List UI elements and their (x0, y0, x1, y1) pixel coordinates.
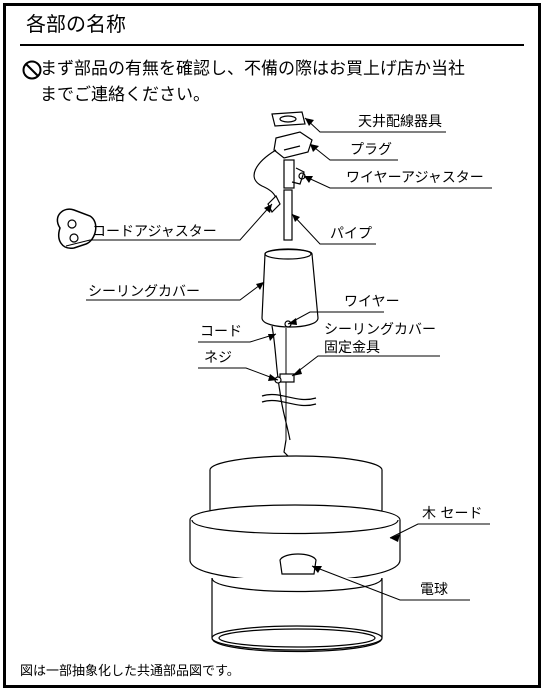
notice-text: まず部品の有無を確認し、不備の際はお買上げ店か当社 までご連絡ください。 (40, 56, 520, 108)
label-screw: ネジ (204, 350, 232, 366)
label-cord-adjuster: コードアジャスター (92, 224, 217, 240)
plug-shape (273, 131, 313, 159)
label-wood-shade: 木 セード (422, 506, 483, 522)
title-divider (20, 44, 524, 46)
break-mark-1 (261, 394, 317, 400)
ceiling-cover-shape (261, 248, 319, 328)
prohibition-icon (22, 60, 42, 80)
notice-line-1: まず部品の有無を確認し、不備の際はお買上げ店か当社 (40, 59, 465, 79)
label-wire-adjuster: ワイヤーアジャスター (346, 170, 484, 186)
label-wire: ワイヤー (344, 294, 400, 310)
wood-shade-shape (189, 455, 401, 653)
label-ceiling-fitting: 天井配線器具 (358, 114, 442, 130)
label-cord: コード (200, 324, 242, 340)
label-cover-fixing-1: シーリングカバー (324, 322, 436, 338)
pipe-shape (283, 189, 293, 241)
wire-adjuster-shape (283, 159, 306, 189)
section-title: 各部の名称 (26, 12, 126, 36)
page-frame (3, 3, 541, 688)
ceiling-fitting-shape (271, 111, 306, 127)
footnote: 図は一部抽象化した共通部品図です。 (20, 664, 240, 679)
notice-line-2: までご連絡ください。 (40, 85, 210, 105)
label-plug: プラグ (350, 142, 392, 158)
label-pipe: パイプ (330, 226, 372, 242)
break-mark-2 (261, 400, 317, 406)
label-ceiling-cover: シーリングカバー (88, 284, 200, 300)
bulb-shape (279, 553, 317, 575)
label-bulb: 電球 (420, 582, 448, 598)
label-cover-fixing-2: 固定金具 (324, 340, 380, 356)
cord-adjuster-icon (56, 208, 97, 249)
